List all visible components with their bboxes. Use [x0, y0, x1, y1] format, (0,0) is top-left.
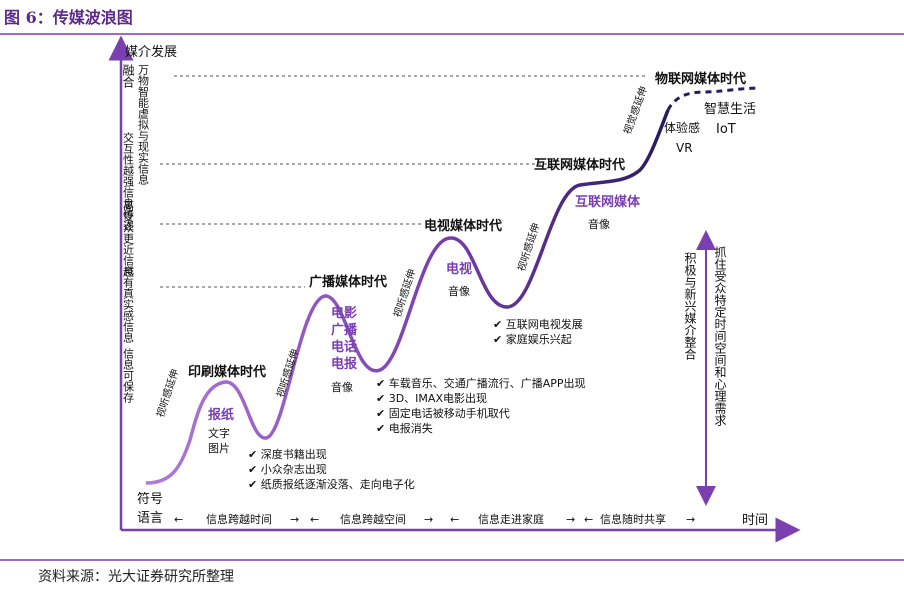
svg-text:→: → [290, 513, 299, 526]
origin-label-1: 符号 [137, 491, 163, 507]
svg-text:←: ← [584, 513, 593, 526]
y-level-store: 信息可保存 [122, 348, 135, 403]
figure-title: 图 6：传媒波浪图 [4, 8, 133, 27]
era-radio: 广播媒体时代 [309, 274, 387, 290]
svg-text:←: ← [310, 513, 319, 526]
svg-text:←: ← [450, 513, 459, 526]
event-radio-3: ✔ 电报消失 [376, 421, 433, 435]
source-note: 资料来源：光大证券研究所整理 [38, 569, 234, 585]
svg-text:→: → [686, 513, 695, 526]
event-tv-1: ✔ 家庭娱乐兴起 [493, 332, 572, 346]
media-tv-sub: 音像 [448, 284, 470, 298]
y-level-merge: 融合 [121, 64, 135, 88]
events-print: ✔ 深度书籍出现 ✔ 小众杂志出现 ✔ 纸质报纸逐渐没落、走向电子化 [248, 447, 415, 491]
media-tv-title: 电视 [446, 261, 472, 277]
event-print-0: ✔ 深度书籍出现 [248, 447, 327, 461]
side-note-right: 抓住受众特定时间空间和心理需求 [713, 246, 727, 426]
event-radio-2: ✔ 固定电话被移动手机取代 [376, 406, 510, 420]
y-axis-title: 媒介发展 [125, 44, 177, 60]
phase-1: 信息跨越时间 [206, 512, 272, 526]
media-radio-block: 电影 广播 电话 电报 音像 [331, 305, 358, 394]
era-tv: 电视媒体时代 [424, 218, 502, 234]
ext-1: 视听感延伸 [153, 367, 181, 419]
phase-4: 信息随时共享 [600, 512, 666, 526]
wave-curve-solid [145, 109, 670, 485]
y-level-closer: 离受众更近信息 [122, 199, 135, 277]
ext-2: 视听感延伸 [273, 347, 301, 399]
y-level-real: 越有真实感信息 [122, 265, 135, 343]
x-axis-title: 时间 [742, 513, 768, 528]
side-note-left: 积极与新兴媒介整合 [683, 252, 697, 360]
iot-experience: 体验感 [664, 120, 700, 135]
phase-row: ← 信息跨越时间 → ← 信息跨越空间 → ← 信息走进家庭 → ← 信息随时共… [174, 512, 695, 526]
event-print-1: ✔ 小众杂志出现 [248, 462, 327, 476]
media-radio-4: 电报 [331, 356, 358, 372]
y-level-interact: 交互性越强信息传递 [122, 131, 135, 231]
media-radio-3: 电话 [331, 339, 357, 355]
event-print-2: ✔ 纸质报纸逐渐没落、走向电子化 [248, 477, 415, 491]
phase-2: 信息跨越空间 [340, 512, 406, 526]
phase-3: 信息走进家庭 [478, 512, 544, 526]
iot-iot: IoT [716, 122, 736, 137]
event-radio-1: ✔ 3D、IMAX电影出现 [376, 391, 487, 405]
events-radio: ✔ 车载音乐、交通广播流行、广播APP出现 ✔ 3D、IMAX电影出现 ✔ 固定… [376, 376, 586, 435]
event-tv-0: ✔ 互联网电视发展 [493, 317, 583, 331]
origin-label-2: 语言 [137, 511, 163, 526]
media-radio-2: 广播 [331, 322, 358, 338]
media-newspaper-sub-2: 图片 [208, 442, 230, 455]
iot-vr: VR [676, 141, 693, 155]
events-tv: ✔ 互联网电视发展 ✔ 家庭娱乐兴起 [493, 317, 583, 346]
era-iot: 物联网媒体时代 [655, 71, 746, 87]
iot-smart-life: 智慧生活 [704, 101, 756, 117]
event-radio-0: ✔ 车载音乐、交通广播流行、广播APP出现 [376, 376, 586, 390]
y-level-virtual: 万物智能虚拟与现实信息 [137, 64, 150, 185]
ext-5: 视觉感延伸 [621, 85, 650, 136]
y-level-labels: 融合 万物智能虚拟与现实信息 交互性越强信息传递 离受众更近信息 越有真实感信息… [121, 64, 150, 403]
level-lines [160, 75, 648, 288]
svg-text:→: → [566, 513, 575, 526]
media-newspaper-sub-1: 文字 [208, 426, 230, 440]
media-radio-sub: 音像 [331, 380, 353, 394]
svg-text:←: ← [174, 513, 183, 526]
era-internet: 互联网媒体时代 [534, 157, 625, 173]
media-internet-title: 互联网媒体 [575, 194, 641, 210]
media-internet-sub: 音像 [588, 217, 610, 231]
media-newspaper-title: 报纸 [208, 407, 234, 423]
media-radio-1: 电影 [331, 305, 357, 321]
svg-text:→: → [424, 513, 433, 526]
wave-curve-dashed [666, 86, 761, 111]
era-print: 印刷媒体时代 [188, 364, 266, 380]
